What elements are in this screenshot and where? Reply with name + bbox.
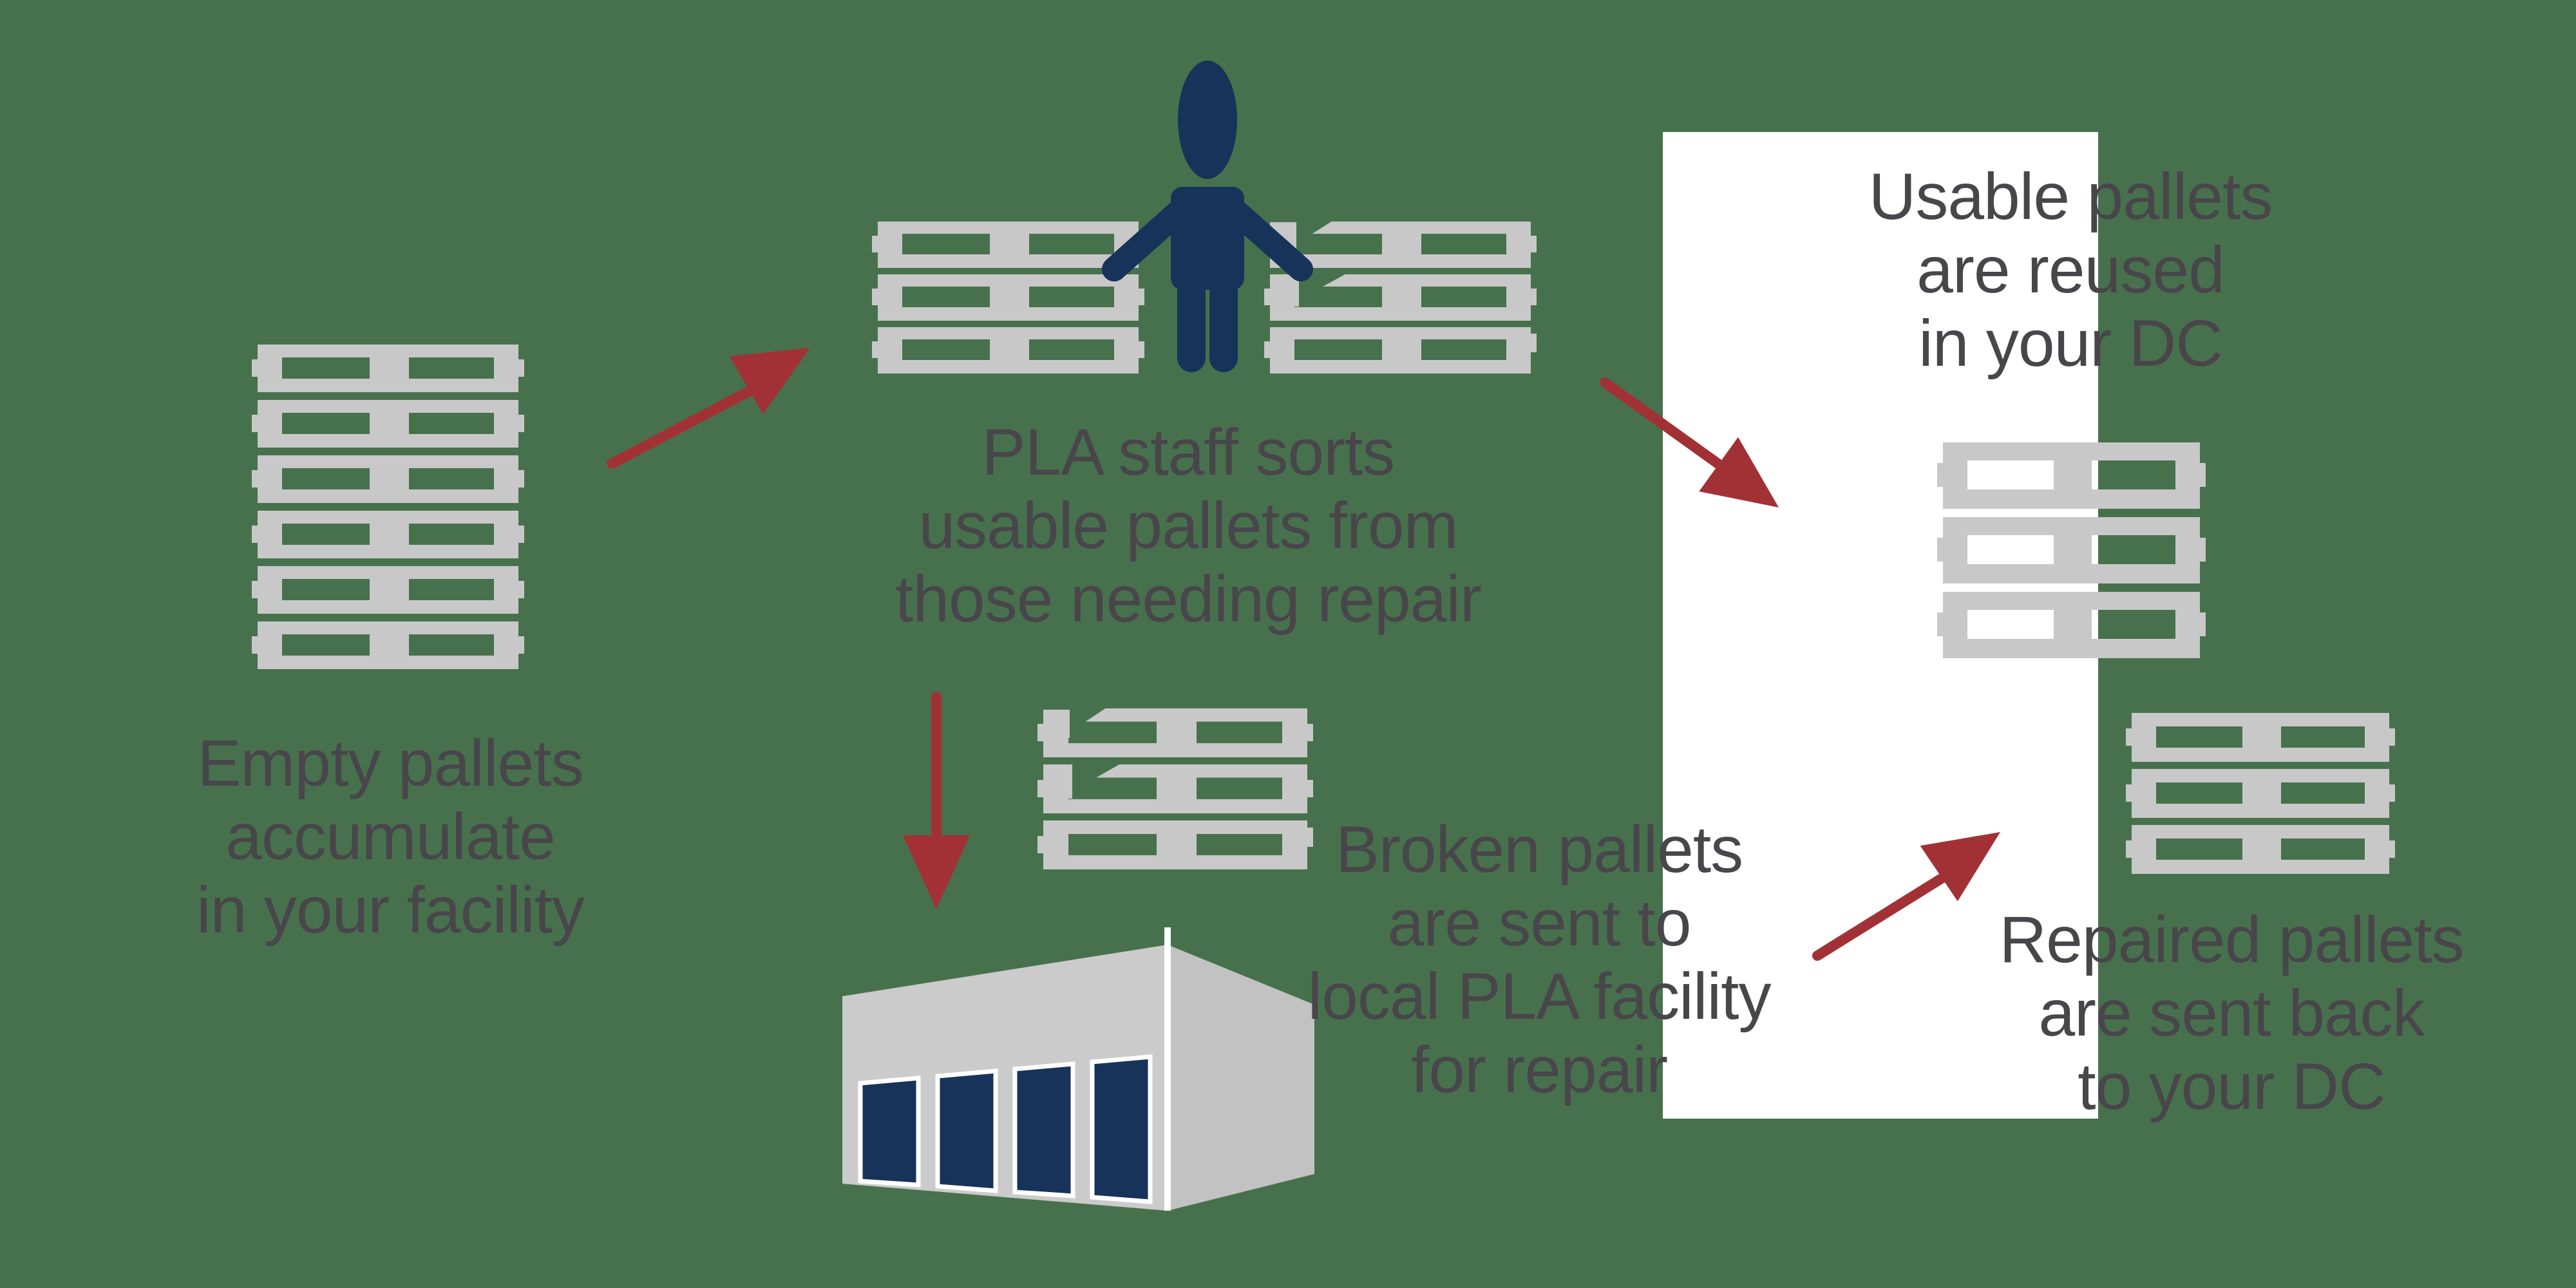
pallet-icon [251,455,525,503]
arrow-up-right-icon [607,348,810,469]
pallet-icon [251,511,525,558]
caption-line: are reused [1917,233,2225,307]
caption-pla-staff-sorts: PLA staff sorts usable pallets from thos… [866,415,1510,636]
pallet-icon [1937,442,2206,509]
pallet-stack-sorted-usable [871,222,1145,374]
pallet-stack-empty [251,345,525,669]
warehouse-corner-post [1164,927,1171,1211]
warehouse-door [1090,1054,1153,1204]
caption-line: Broken pallets [1335,813,1743,886]
pallet-stack-reused [1937,442,2206,658]
pallet-icon [2125,825,2396,874]
pallet-icon [871,327,1145,374]
caption-line: Empty pallets [197,726,583,800]
broken-pallet-icon [1037,708,1314,757]
caption-line: are sent back [2038,976,2425,1050]
pallet-icon [1937,517,2206,583]
person-icon [1102,61,1313,372]
pallet-icon [871,274,1145,321]
caption-line: PLA staff sorts [981,415,1396,489]
caption-line: those needing repair [895,562,1482,636]
caption-line: Repaired pallets [1999,903,2464,976]
pallet-stack-repaired [2125,713,2396,874]
caption-line: to your DC [2078,1050,2386,1123]
warehouse-door [1012,1061,1075,1198]
broken-pallet-icon [1037,820,1314,869]
warehouse-door [858,1075,921,1188]
pallet-stack-to-repair [1037,708,1314,869]
broken-pallet-icon [1264,327,1537,374]
pallet-icon [251,400,525,448]
caption-line: in your DC [1918,307,2223,380]
caption-line: in your facility [196,873,585,947]
caption-line: Usable pallets [1868,160,2273,233]
warehouse-icon [842,927,1314,1211]
pallet-stack-sorted-broken [1264,222,1537,374]
caption-line: usable pallets from [918,489,1458,562]
broken-pallet-icon [1037,764,1314,813]
caption-broken-sent: Broken pallets are sent to local PLA fac… [1217,813,1861,1106]
arrow-down-icon [903,692,970,909]
caption-line: local PLA facility [1307,960,1771,1033]
pallet-icon [251,566,525,614]
broken-pallet-icon [1264,274,1537,321]
caption-line: for repair [1410,1033,1668,1106]
caption-line: accumulate [225,800,556,873]
pallet-icon [1937,592,2206,658]
caption-usable-reused: Usable pallets are reused in your DC [1748,160,2392,380]
pallet-icon [251,345,525,392]
pallet-icon [251,621,525,669]
pallet-icon [2125,769,2396,818]
caption-repaired-sent-back: Repaired pallets are sent back to your D… [1909,903,2553,1123]
warehouse-door [935,1068,998,1193]
pallet-icon [2125,713,2396,762]
caption-line: are sent to [1387,886,1692,960]
caption-empty-pallets: Empty pallets accumulate in your facilit… [68,726,712,947]
